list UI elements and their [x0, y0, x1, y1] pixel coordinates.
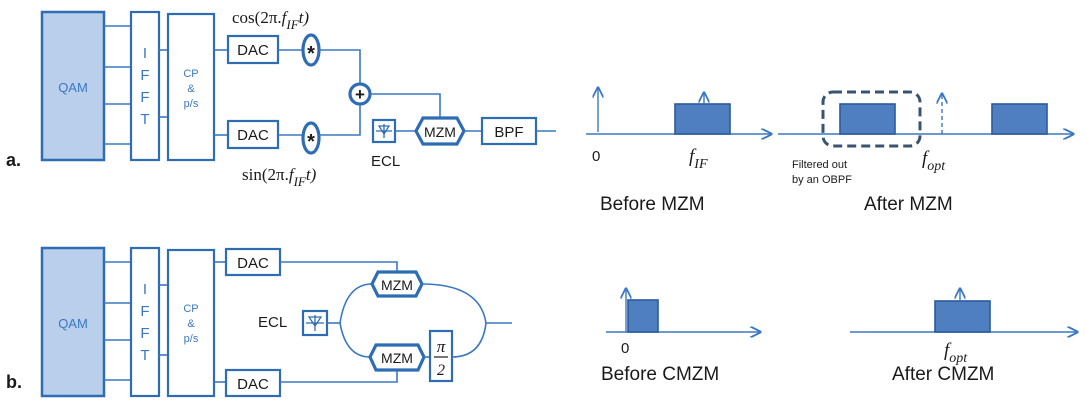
multiplier-symbol: *	[307, 43, 315, 65]
mzm-label: MZM	[381, 350, 413, 366]
ifft-letter: F	[140, 89, 149, 106]
row-a-label: a.	[6, 150, 21, 170]
cp-text: &	[187, 318, 195, 330]
phase-denominator: 2	[437, 362, 445, 379]
multiplier-bottom	[301, 121, 321, 155]
ifft-block-b	[129, 246, 161, 398]
cp-ps-block-a	[166, 12, 216, 162]
ifft-block-a	[129, 10, 161, 162]
cp-text: CP	[183, 303, 198, 315]
spectrum-before-cmzm: 0 Before CMZM	[601, 289, 760, 385]
cos-carrier-label: cos(2π.fIFt)	[232, 8, 309, 32]
qam-block-b	[40, 246, 106, 398]
cp-ps-block-b	[166, 248, 216, 398]
fif-label: fIF	[689, 146, 708, 172]
qam-label-b: QAM	[58, 316, 88, 331]
row-b-label: b.	[6, 372, 22, 392]
ifft-letter: T	[140, 347, 149, 364]
row-b: b. QAM I F F T CP & p/s DAC DAC E	[6, 246, 512, 398]
cp-text: p/s	[184, 98, 199, 110]
bpf-label: BPF	[494, 124, 523, 141]
sin-carrier-label: sin(2π.fIFt)	[242, 165, 317, 189]
filter-note: by an OBPF	[792, 174, 852, 186]
ifft-letter: I	[143, 45, 147, 62]
baseband-band	[627, 299, 659, 333]
ifft-letter: F	[140, 67, 149, 84]
ecl-label: ECL	[371, 153, 400, 170]
cp-text: &	[187, 83, 195, 95]
dac-label: DAC	[237, 42, 269, 59]
if-band	[674, 103, 731, 135]
multiplier-symbol: *	[307, 131, 315, 153]
caption-before-cmzm: Before CMZM	[601, 364, 719, 385]
mzm-label: MZM	[424, 124, 456, 140]
zero-label: 0	[592, 148, 600, 165]
phase-shifter	[428, 329, 454, 383]
qam-label-a: QAM	[58, 80, 88, 95]
caption-after-mzm: After MZM	[864, 194, 953, 215]
spectrum-after-mzm: Filtered out by an OBPF fopt After MZM	[778, 90, 1073, 215]
spectrum-before-mzm: 0 fIF Before MZM	[586, 88, 771, 215]
caption-after-cmzm: After CMZM	[892, 364, 994, 385]
filter-note: Filtered out	[792, 159, 847, 171]
ecl-label: ECL	[258, 314, 287, 331]
fopt-label: fopt	[922, 148, 946, 174]
dac-label: DAC	[237, 376, 269, 393]
dac-label: DAC	[237, 127, 269, 144]
spectrum-after-cmzm: fopt After CMZM	[850, 289, 1077, 385]
row-a: a. QAM I F F T CP & p/s DAC DAC	[6, 8, 556, 189]
upper-sideband	[991, 103, 1048, 135]
cp-text: CP	[183, 68, 198, 80]
zero-label: 0	[621, 340, 629, 357]
cp-text: p/s	[184, 333, 199, 345]
ifft-letter: T	[140, 111, 149, 128]
phase-numerator: π	[437, 337, 446, 356]
dac-top-b	[224, 247, 282, 277]
ifft-letter: I	[143, 281, 147, 298]
dac-label: DAC	[237, 255, 269, 272]
mzm-label: MZM	[381, 277, 413, 293]
dac-bottom-b	[224, 368, 282, 398]
caption-before-mzm: Before MZM	[600, 194, 705, 215]
ssb-band	[934, 300, 991, 333]
lower-sideband	[839, 103, 896, 135]
qam-block-a	[40, 10, 106, 162]
ifft-letter: F	[140, 303, 149, 320]
adder-symbol: +	[355, 85, 365, 104]
fopt-label: fopt	[944, 340, 968, 366]
ifft-letter: F	[140, 325, 149, 342]
